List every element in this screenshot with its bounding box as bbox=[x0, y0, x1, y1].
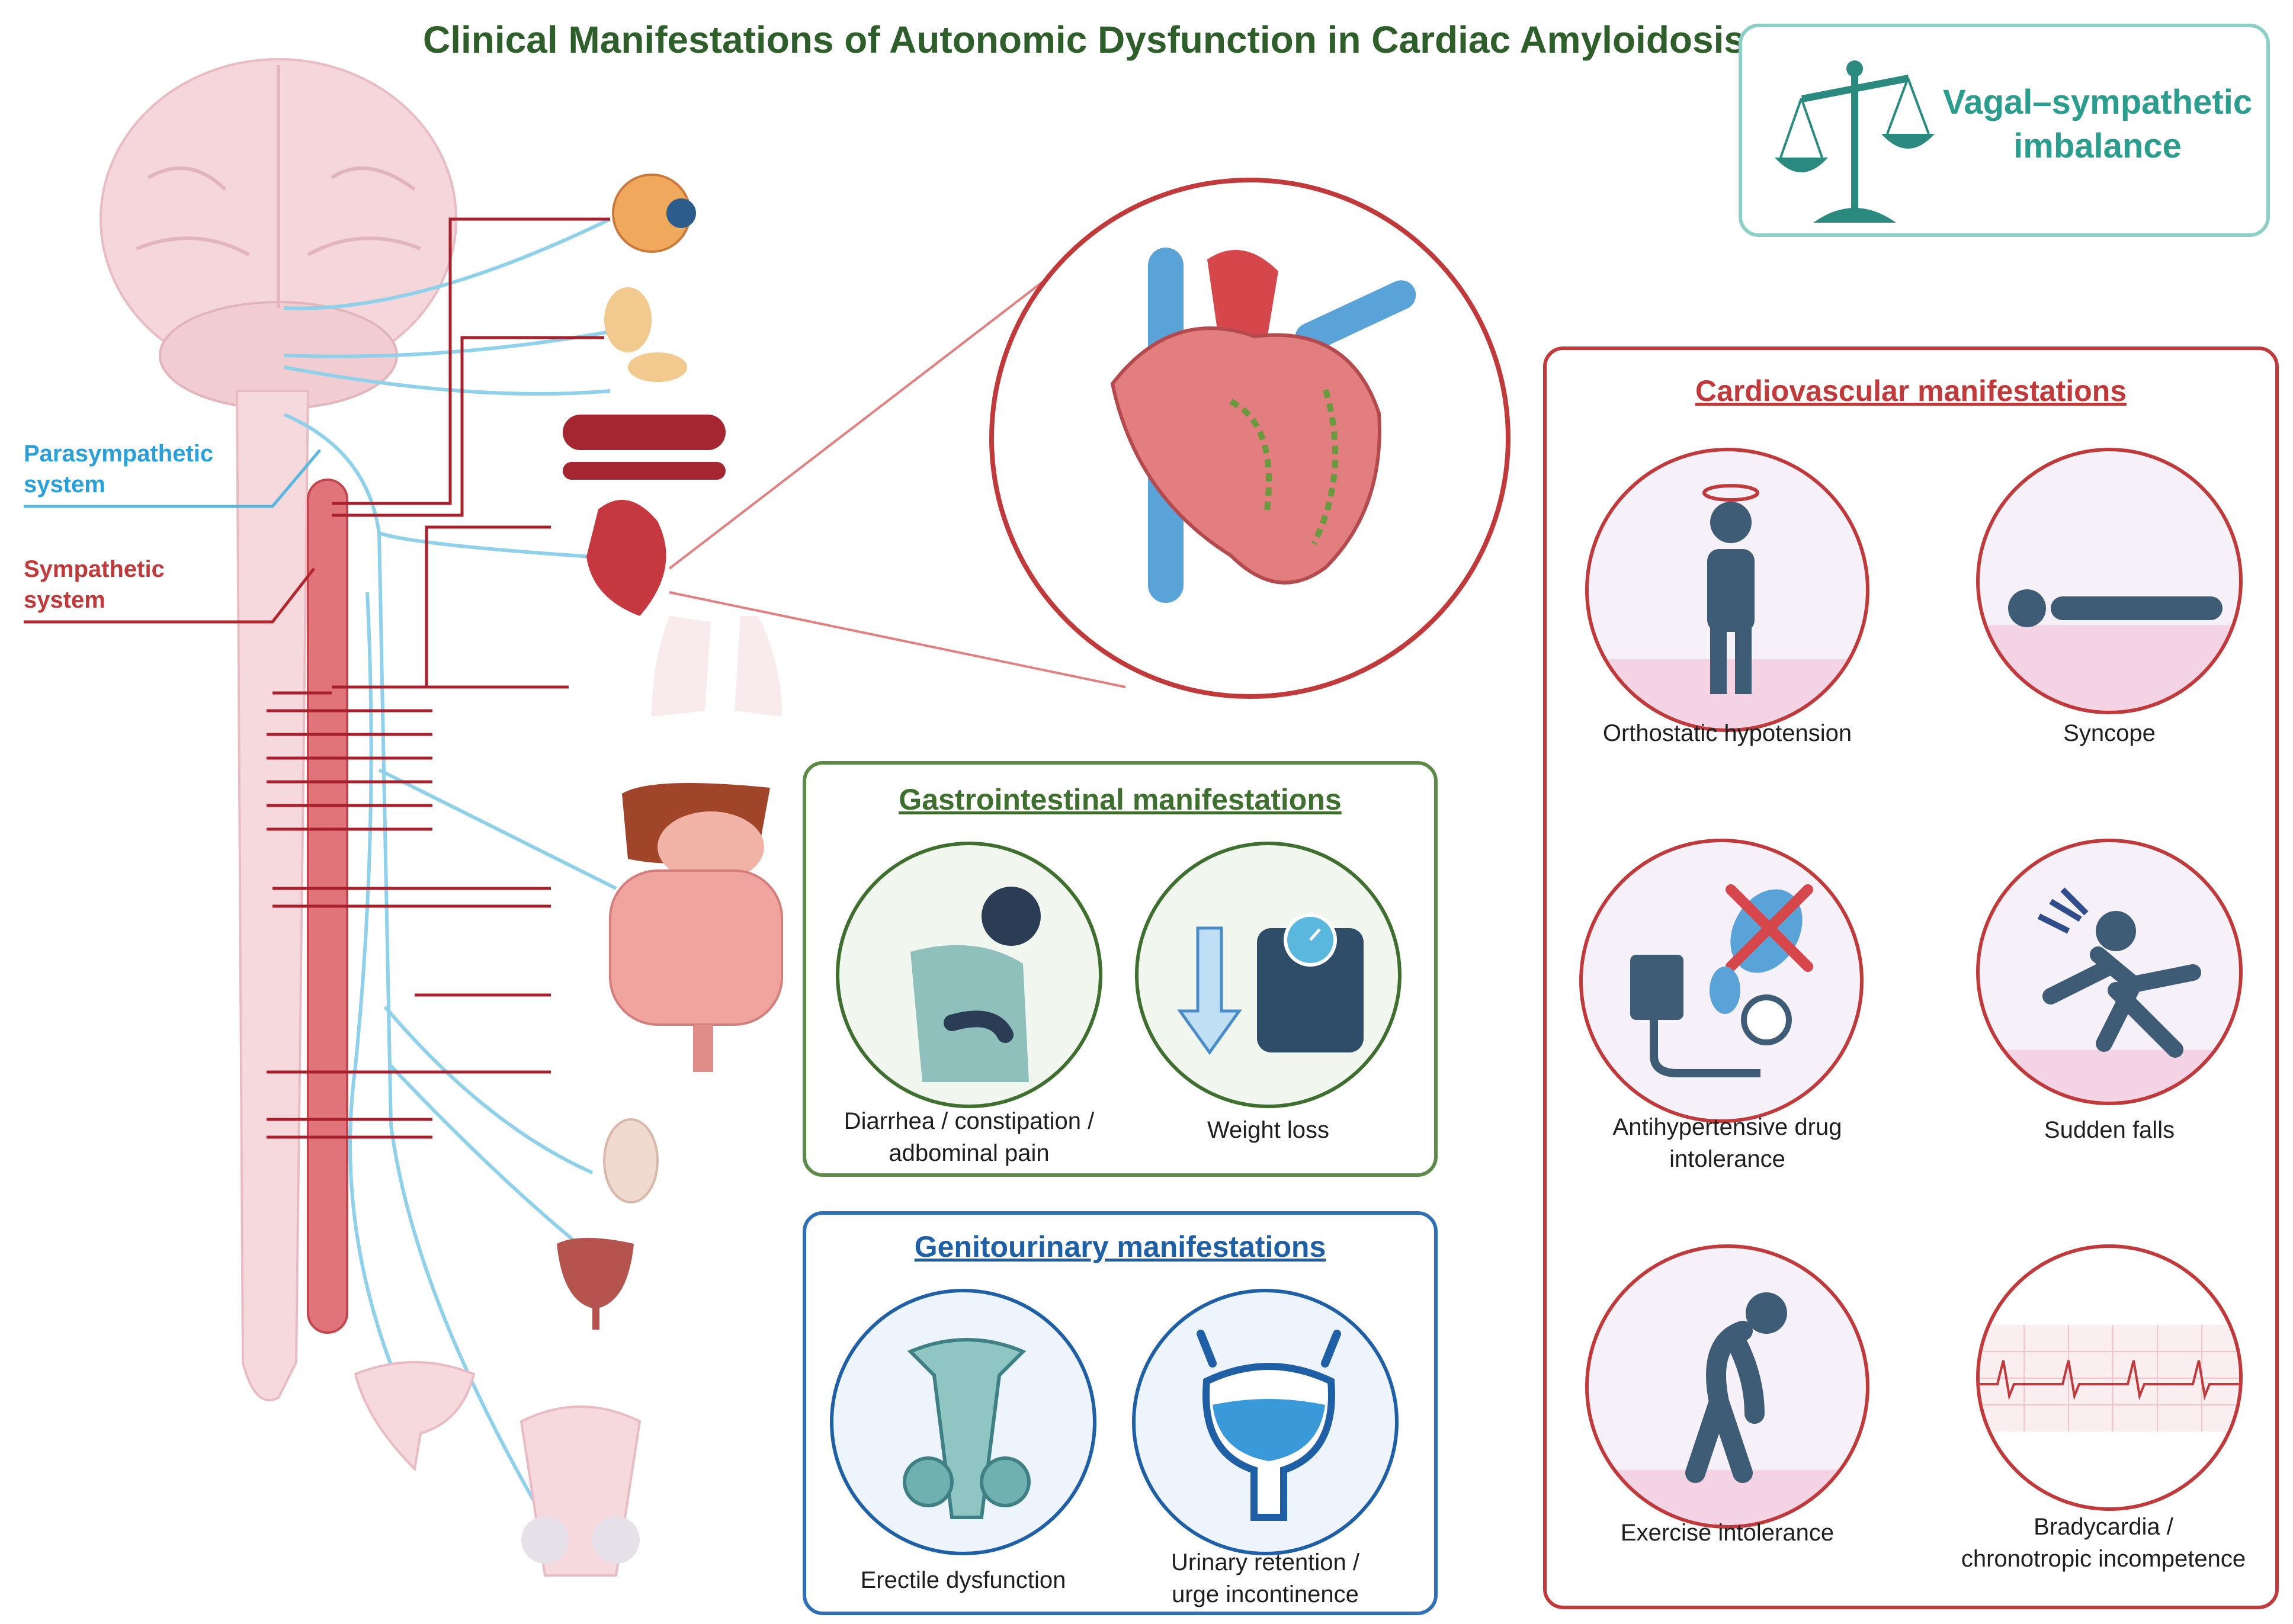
cv-item-exercise-intolerance bbox=[1585, 1244, 1869, 1529]
gi-item-abdominal-pain bbox=[836, 842, 1102, 1108]
eye-icon bbox=[612, 174, 696, 253]
gu-item-label-1: Erectile dysfunction bbox=[860, 1567, 1066, 1593]
male-reproductive-small-icon bbox=[519, 1405, 642, 1577]
cv-item-orthostatic-hypotension bbox=[1585, 448, 1869, 732]
brain-icon bbox=[100, 58, 457, 410]
cv-item-bradycardia bbox=[1976, 1244, 2243, 1511]
cv-item-label-1: Orthostatic hypotension bbox=[1602, 720, 1852, 746]
cv-item-label-4: Sudden falls bbox=[2044, 1117, 2175, 1143]
kidney-icon bbox=[603, 1118, 659, 1203]
cardiovascular-title: Cardiovascular manifestations bbox=[1695, 374, 2127, 407]
cv-item-label-3: Antihypertensive drug intolerance bbox=[1612, 1114, 1842, 1172]
anatomical-heart-icon bbox=[1110, 248, 1416, 603]
bladder-icon bbox=[1197, 1330, 1341, 1521]
gi-item-label-2: Weight loss bbox=[1207, 1117, 1329, 1143]
cv-item-sudden-falls bbox=[1976, 839, 2243, 1105]
sympathetic-label: Sympathetic system bbox=[24, 556, 165, 613]
weight-scale-icon bbox=[1177, 913, 1364, 1055]
fainted-person-icon bbox=[2008, 589, 2223, 627]
gastrointestinal-panel: Gastrointestinal manifestations Diarrhea… bbox=[803, 761, 1438, 1177]
gu-item-erectile-dysfunction bbox=[830, 1289, 1096, 1555]
genitourinary-title: Genitourinary manifestations bbox=[914, 1230, 1326, 1263]
male-reproductive-icon bbox=[903, 1338, 1031, 1519]
cardiovascular-panel: Cardiovascular manifestations Orthostati… bbox=[1543, 346, 2279, 1609]
cv-item-syncope bbox=[1976, 448, 2243, 714]
cv-item-label-6: Bradycardia / chronotropic incompetence bbox=[1961, 1514, 2246, 1572]
page-title: Clinical Manifestations of Autonomic Dys… bbox=[423, 18, 1745, 61]
ecg-strip-icon bbox=[1980, 1325, 2239, 1432]
exhausted-person-icon bbox=[1685, 1292, 1787, 1483]
balance-label: Vagal–sympathetic imbalance bbox=[1942, 83, 2253, 165]
gu-item-urinary-retention bbox=[1132, 1289, 1399, 1555]
cv-item-label-2: Syncope bbox=[2063, 720, 2156, 746]
small-heart-icon bbox=[586, 500, 666, 616]
blood-vessel-icon bbox=[563, 415, 726, 480]
scale-icon bbox=[1775, 60, 1935, 223]
parasympathetic-label: Parasympathetic system bbox=[24, 441, 214, 498]
urinary-bladder-icon bbox=[557, 1238, 634, 1330]
lungs-icon bbox=[652, 616, 782, 717]
dizzy-standing-person-icon bbox=[1702, 484, 1759, 694]
cv-item-antihypertensive-intolerance bbox=[1579, 839, 1864, 1123]
gi-item-weight-loss bbox=[1135, 842, 1402, 1108]
pancreas-icon bbox=[604, 287, 687, 382]
stomach-liver-icon bbox=[622, 783, 770, 882]
intestines-icon bbox=[609, 869, 783, 1072]
falling-person-icon bbox=[2037, 887, 2201, 1058]
cv-item-label-5: Exercise intolerance bbox=[1620, 1520, 1835, 1546]
female-reproductive-icon bbox=[354, 1361, 476, 1472]
nervous-system-illustration bbox=[24, 58, 1126, 1577]
blood-pressure-monitor-icon bbox=[1630, 884, 1813, 1077]
gi-item-label-1: Diarrhea / constipation / adbominal pain bbox=[844, 1108, 1095, 1166]
gu-item-label-2: Urinary retention / urge incontinence bbox=[1171, 1549, 1359, 1607]
genitourinary-panel: Genitourinary manifestations Erectile dy… bbox=[803, 1211, 1438, 1615]
abdominal-pain-person-icon bbox=[910, 887, 1041, 1082]
heart-zoom-circle bbox=[989, 178, 1511, 699]
balance-box: Vagal–sympathetic imbalance bbox=[1739, 24, 2270, 237]
gastrointestinal-title: Gastrointestinal manifestations bbox=[899, 783, 1342, 816]
